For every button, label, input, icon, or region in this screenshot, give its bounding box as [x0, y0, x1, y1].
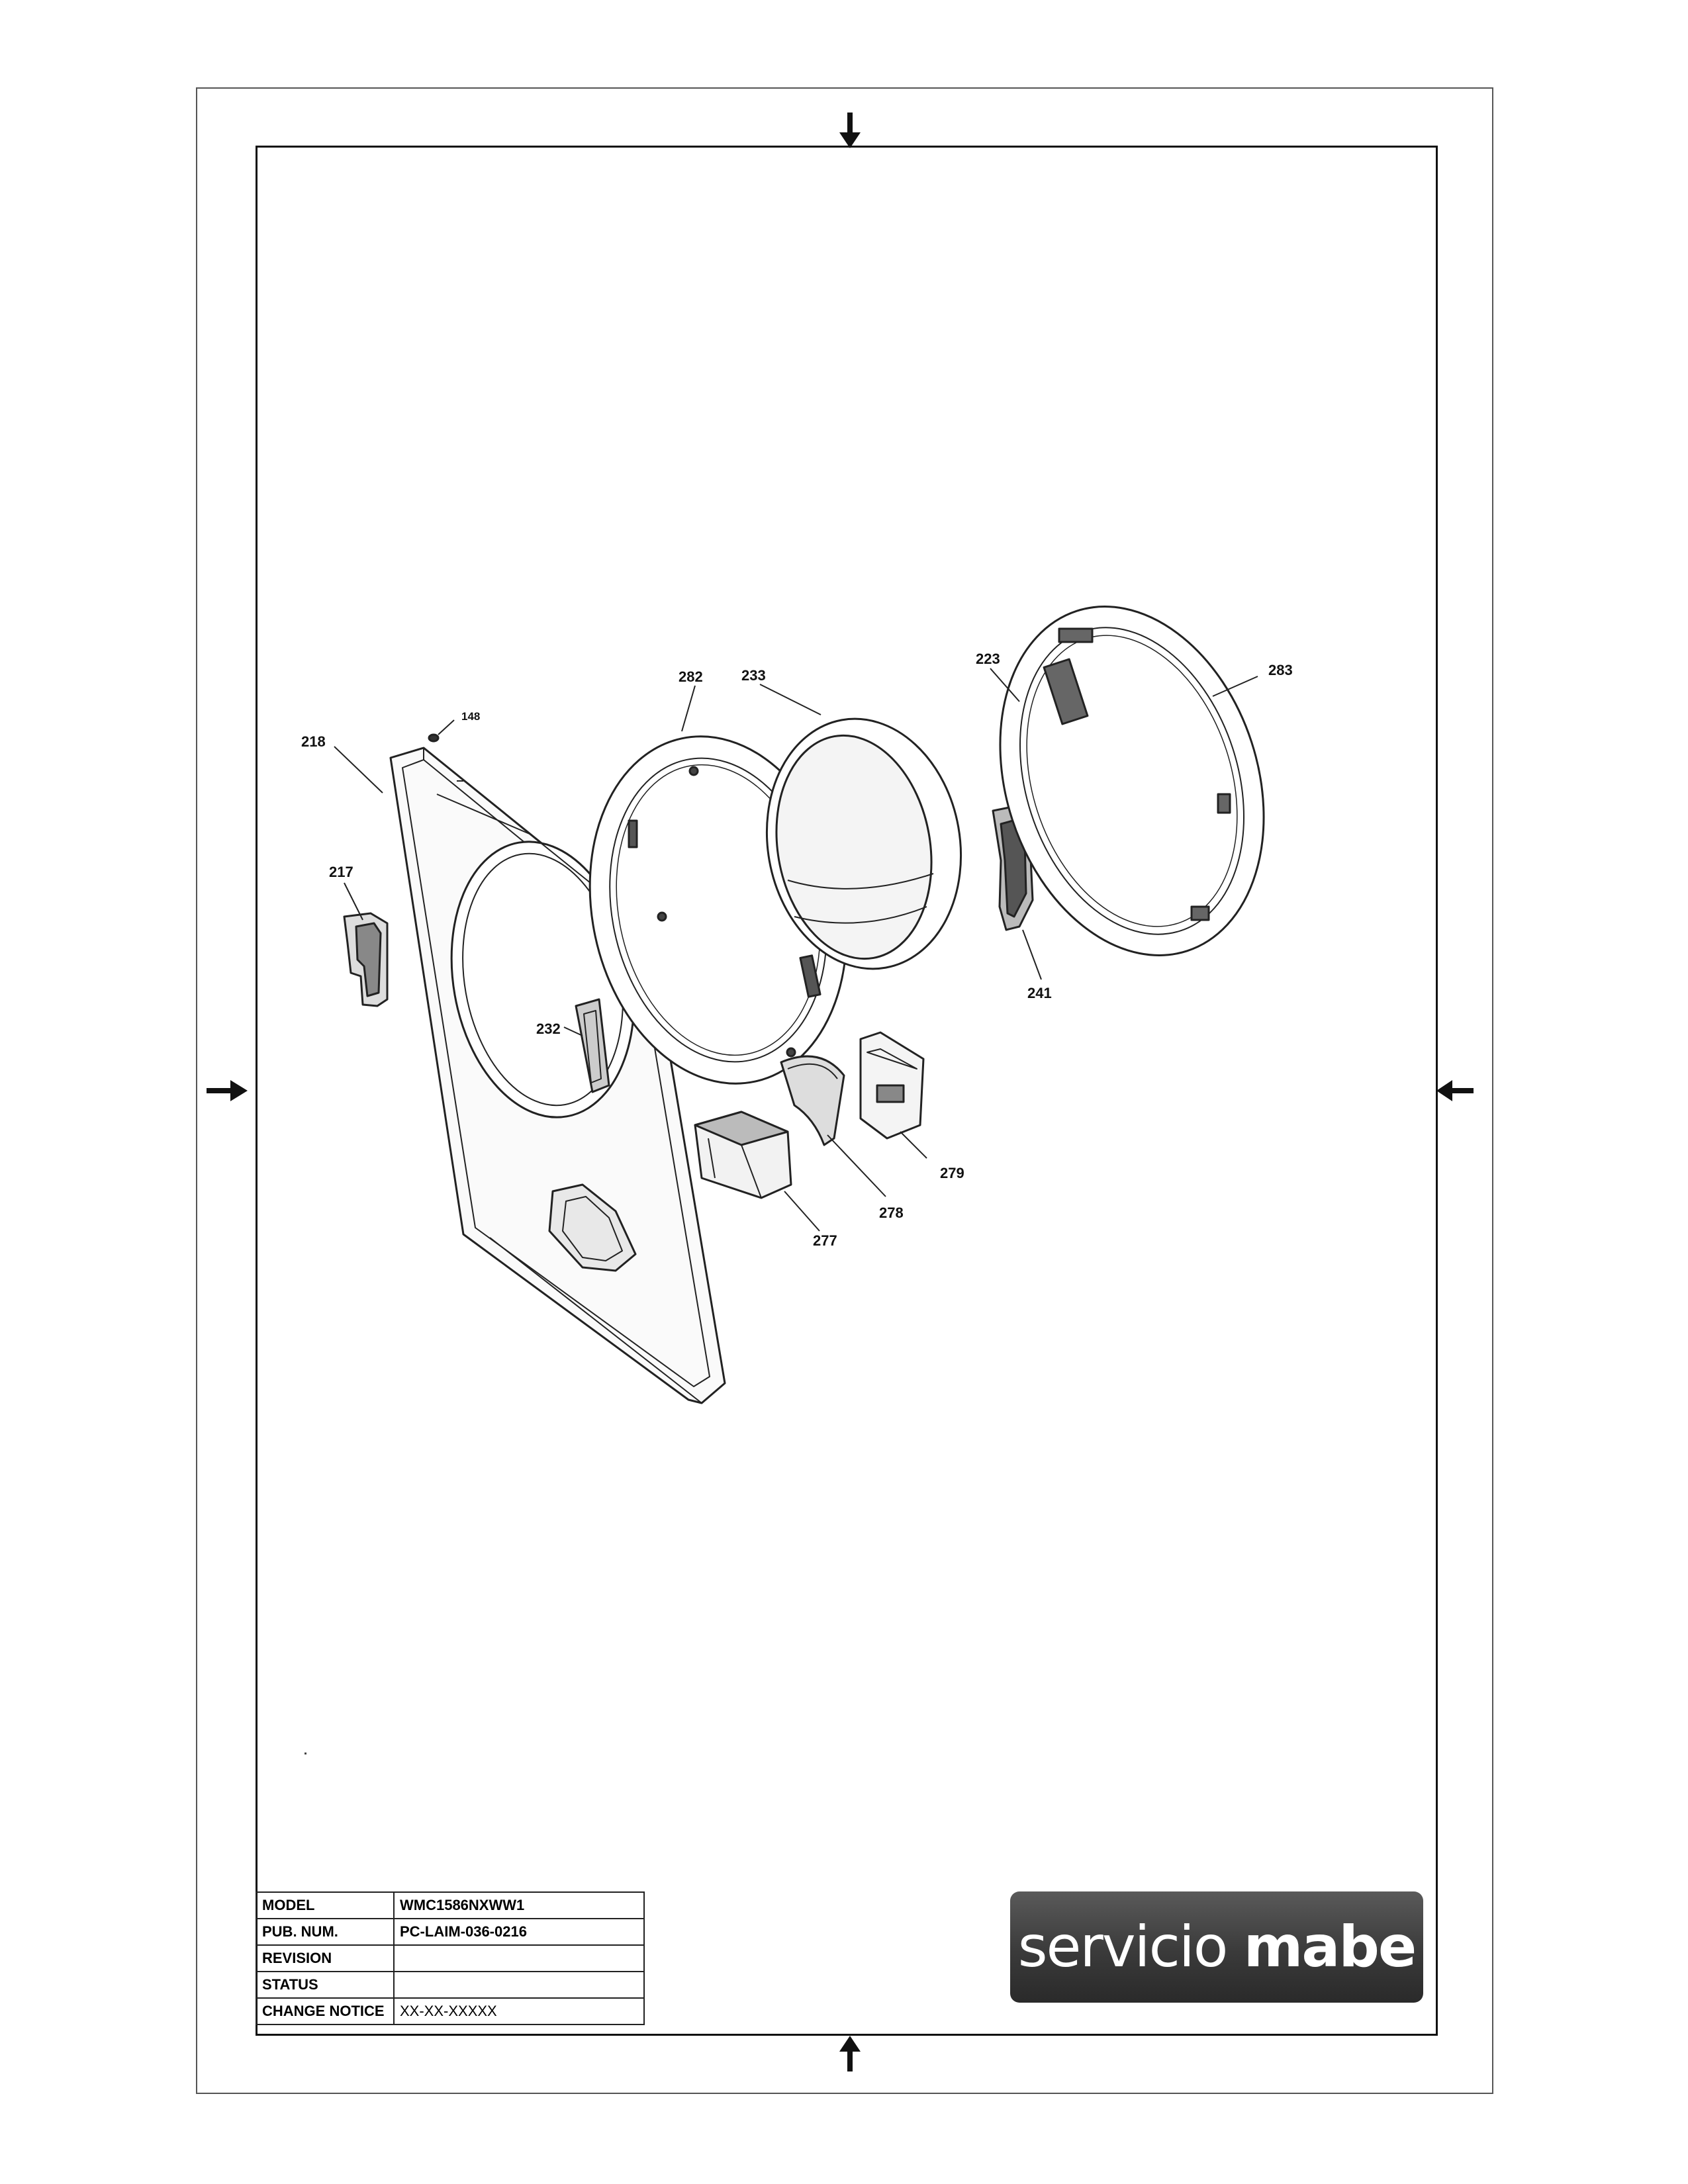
bracket-box-part [694, 1111, 792, 1199]
callout-148: 148 [461, 710, 480, 723]
title-block-row-pub-num: PUB. NUM. PC-LAIM-036-0216 [256, 1918, 645, 1946]
arrow-right-icon [1436, 1080, 1474, 1101]
curved-shield-part [780, 1055, 845, 1146]
pub-num-label: PUB. NUM. [256, 1918, 395, 1946]
title-block-row-model: MODEL WMC1586NXWW1 [256, 1891, 645, 1919]
logo-text: servicio mabe [1017, 1914, 1417, 1980]
arrow-bottom-icon [839, 2036, 861, 2071]
title-block: MODEL WMC1586NXWW1 PUB. NUM. PC-LAIM-036… [256, 1891, 645, 2025]
change-notice-value: XX-XX-XXXXX [393, 1997, 645, 2025]
revision-value [393, 1944, 645, 1972]
stray-mark [305, 1752, 306, 1754]
callout-279: 279 [940, 1165, 964, 1181]
logo-word-servicio: servicio [1017, 1914, 1229, 1980]
mounting-bracket-part [859, 1031, 925, 1140]
pub-num-value: PC-LAIM-036-0216 [393, 1918, 645, 1946]
servicio-mabe-logo: servicio mabe [1010, 1891, 1423, 2003]
title-block-row-revision: REVISION [256, 1944, 645, 1972]
outer-border [196, 87, 1493, 2094]
callout-277: 277 [813, 1232, 837, 1249]
title-block-row-change-notice: CHANGE NOTICE XX-XX-XXXXX [256, 1997, 645, 2025]
callout-217: 217 [329, 864, 353, 880]
title-block-row-status: STATUS [256, 1971, 645, 1999]
status-label: STATUS [256, 1971, 395, 1999]
callout-282: 282 [679, 668, 703, 685]
latch-part [343, 912, 389, 1007]
callout-232: 232 [536, 1021, 561, 1037]
model-label: MODEL [256, 1891, 395, 1919]
callout-241: 241 [1027, 985, 1052, 1001]
callout-233: 233 [741, 667, 766, 684]
screw-part [428, 733, 440, 743]
callout-283: 283 [1268, 662, 1293, 678]
model-value: WMC1586NXWW1 [393, 1891, 645, 1919]
logo-word-mabe: mabe [1243, 1914, 1417, 1980]
arrow-top-icon [839, 113, 861, 148]
revision-label: REVISION [256, 1944, 395, 1972]
outer-door-ring-part [999, 606, 1265, 956]
change-notice-label: CHANGE NOTICE [256, 1997, 395, 2025]
callout-218: 218 [301, 733, 326, 750]
front-panel-part [389, 747, 726, 1404]
callout-278: 278 [879, 1205, 904, 1221]
status-value [393, 1971, 645, 1999]
arrow-left-icon [207, 1080, 248, 1101]
callout-223: 223 [976, 651, 1000, 667]
door-glass-part [765, 717, 962, 970]
